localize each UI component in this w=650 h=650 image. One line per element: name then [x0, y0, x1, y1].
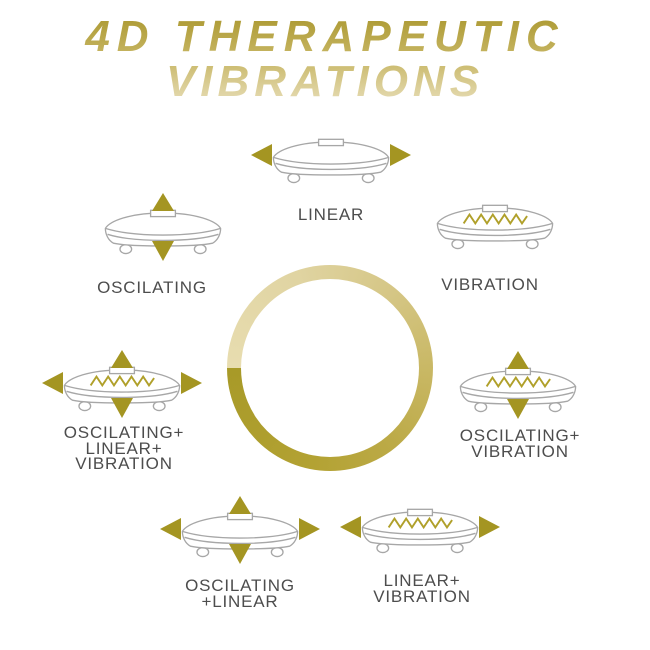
vibration-wave-icon	[387, 516, 453, 530]
label-line: VIBRATION	[471, 441, 569, 461]
vibration-wave-icon	[462, 212, 528, 226]
label-line: OSCILATING	[97, 278, 207, 297]
arrow-right-icon	[479, 516, 500, 538]
arrow-left-icon	[251, 144, 272, 166]
mode-oscilating-linear-vibration	[42, 350, 202, 418]
mode-linear	[251, 136, 411, 184]
center-ring-icon	[227, 265, 433, 471]
mode-label-oscilating-linear-vibration: OSCILATING+ LINEAR+ VIBRATION	[63, 423, 185, 473]
vibration-plate-icon	[459, 367, 577, 413]
arrow-down-icon	[229, 544, 251, 564]
label-line: LINEAR+	[85, 438, 163, 458]
center-ring-hole	[241, 279, 419, 457]
page-title: 4D THERAPEUTIC VIBRATIONS	[0, 14, 650, 104]
vibration-plate-icon	[361, 508, 479, 554]
arrow-up-icon	[111, 350, 133, 368]
label-line: VIBRATION	[373, 586, 471, 606]
arrow-down-icon	[152, 241, 174, 261]
arrow-up-icon	[229, 496, 251, 514]
mode-label-vibration: VIBRATION	[441, 275, 539, 294]
label-line: OSCILATING+	[459, 426, 581, 445]
vibration-wave-icon	[89, 374, 155, 388]
label-line: OSCILATING	[185, 576, 295, 595]
label-line: OSCILATING+	[63, 423, 185, 442]
label-line: VIBRATION	[441, 275, 539, 294]
arrow-up-icon	[152, 193, 174, 211]
vibration-wave-icon	[485, 375, 551, 389]
mode-label-linear: LINEAR	[297, 205, 365, 224]
label-line: LINEAR+	[383, 571, 461, 590]
label-line: +LINEAR	[201, 591, 279, 611]
mode-label-oscilating: OSCILATING	[97, 278, 207, 297]
arrow-left-icon	[42, 372, 63, 394]
arrow-down-icon	[507, 399, 529, 419]
arrow-left-icon	[160, 518, 181, 540]
mode-label-linear-vibration: LINEAR+ VIBRATION	[373, 571, 471, 606]
arrow-up-icon	[507, 351, 529, 369]
arrow-right-icon	[299, 518, 320, 540]
arrow-right-icon	[181, 372, 202, 394]
arrow-down-icon	[111, 398, 133, 418]
vibration-plate-icon	[436, 204, 554, 250]
mode-linear-vibration	[340, 506, 500, 554]
mode-oscilating-linear	[160, 496, 320, 564]
mode-oscilating-vibration	[456, 351, 580, 419]
arrow-right-icon	[390, 144, 411, 166]
arrow-left-icon	[340, 516, 361, 538]
mode-oscilating	[101, 193, 225, 261]
vibration-plate-icon	[63, 366, 181, 412]
mode-label-oscilating-vibration: OSCILATING+ VIBRATION	[459, 426, 581, 461]
title-line-1: 4D THERAPEUTIC	[85, 12, 565, 61]
label-line: LINEAR	[297, 205, 365, 224]
title-line-2: VIBRATIONS	[165, 57, 485, 106]
label-line: VIBRATION	[75, 454, 173, 473]
vibration-plate-icon	[272, 138, 390, 184]
mode-label-oscilating-linear: OSCILATING +LINEAR	[185, 576, 295, 611]
mode-vibration	[433, 202, 557, 250]
